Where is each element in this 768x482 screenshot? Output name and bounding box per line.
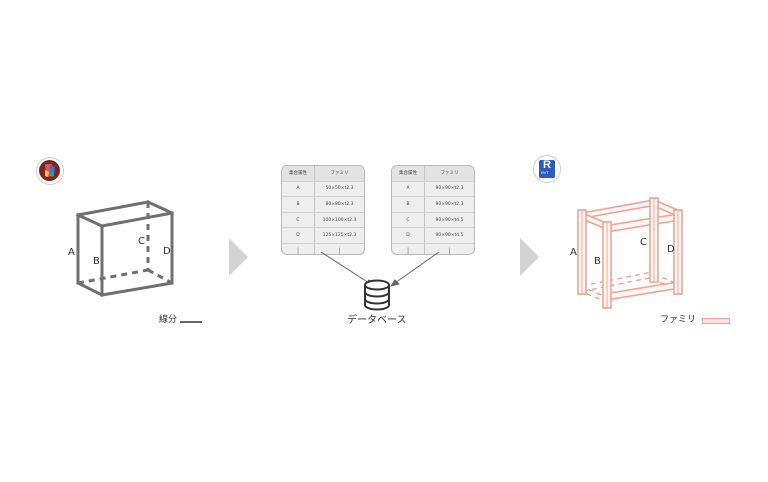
family-legend-swatch	[702, 318, 730, 324]
left-edge-label-b: B	[93, 256, 100, 267]
table2-row: C 90×90×t4.5	[392, 212, 474, 229]
table1-row: B 80×80×t2.3	[282, 196, 364, 213]
connector-arrow-left	[320, 251, 370, 284]
attribute-table-1: 集合属性 ファミリ A 50×50×t2.3 B 80×80×t2.3 C 10…	[281, 165, 365, 255]
top-left-edge	[76, 213, 104, 228]
revit-app-icon: R RVT	[533, 155, 561, 183]
table2-continuation-row: | |	[392, 243, 474, 254]
line-segment-legend-label: 線分	[159, 315, 178, 325]
database-label: データベース	[347, 315, 407, 326]
line-segment-legend-swatch	[180, 321, 202, 323]
right-edge-label-c: C	[640, 237, 647, 248]
table2-row: D 90×90×t4.5	[392, 227, 474, 244]
table1-header-attribute: 集合属性	[282, 166, 315, 182]
flow-arrow-2	[520, 238, 539, 276]
family-model-diagram	[577, 197, 683, 309]
connector-arrowhead-right	[389, 279, 400, 287]
line-model-diagram	[75, 200, 174, 298]
table1-row: D 125×125×t2.3	[282, 227, 364, 244]
beam-top-front	[602, 213, 682, 233]
table2-row: B 90×90×t2.3	[392, 196, 474, 213]
table2-row: A 90×90×t2.3	[392, 181, 474, 198]
bottom-right-edge	[147, 268, 173, 285]
right-edge-label-a: A	[570, 247, 577, 258]
family-legend-label: ファミリ	[660, 315, 697, 325]
table1-row: A 50×50×t2.3	[282, 181, 364, 198]
rhino-grasshopper-app-icon	[36, 157, 64, 185]
top-back-edge	[76, 200, 150, 217]
beam-bottom-front	[602, 281, 682, 301]
table2-header-attribute: 集合属性	[392, 166, 425, 182]
revit-icon-subtext: RVT	[541, 171, 549, 175]
table1-row: C 100×100×t2.3	[282, 212, 364, 229]
right-edge-label-b: B	[594, 256, 601, 267]
database-icon	[364, 279, 390, 311]
table2-header-family: ファミリ	[424, 166, 474, 182]
left-edge-label-c: C	[138, 236, 145, 247]
revit-icon-letter: R	[543, 159, 551, 171]
connector-arrow-right	[394, 251, 440, 284]
top-right-edge	[146, 200, 174, 215]
left-edge-label-a: A	[68, 247, 75, 258]
left-edge-label-d: D	[163, 246, 171, 257]
beam-top-back	[580, 199, 658, 219]
table1-continuation-row: | |	[282, 243, 364, 254]
bottom-back-edge	[77, 268, 149, 285]
attribute-table-2: 集合属性 ファミリ A 90×90×t2.3 B 90×90×t2.3 C 90…	[391, 165, 475, 255]
bottom-front-edge	[100, 281, 174, 297]
right-edge-label-d: D	[667, 244, 675, 255]
top-front-edge	[100, 211, 174, 228]
table1-header-family: ファミリ	[314, 166, 364, 182]
flow-arrow-1	[229, 238, 248, 276]
bottom-left-edge	[75, 280, 105, 298]
